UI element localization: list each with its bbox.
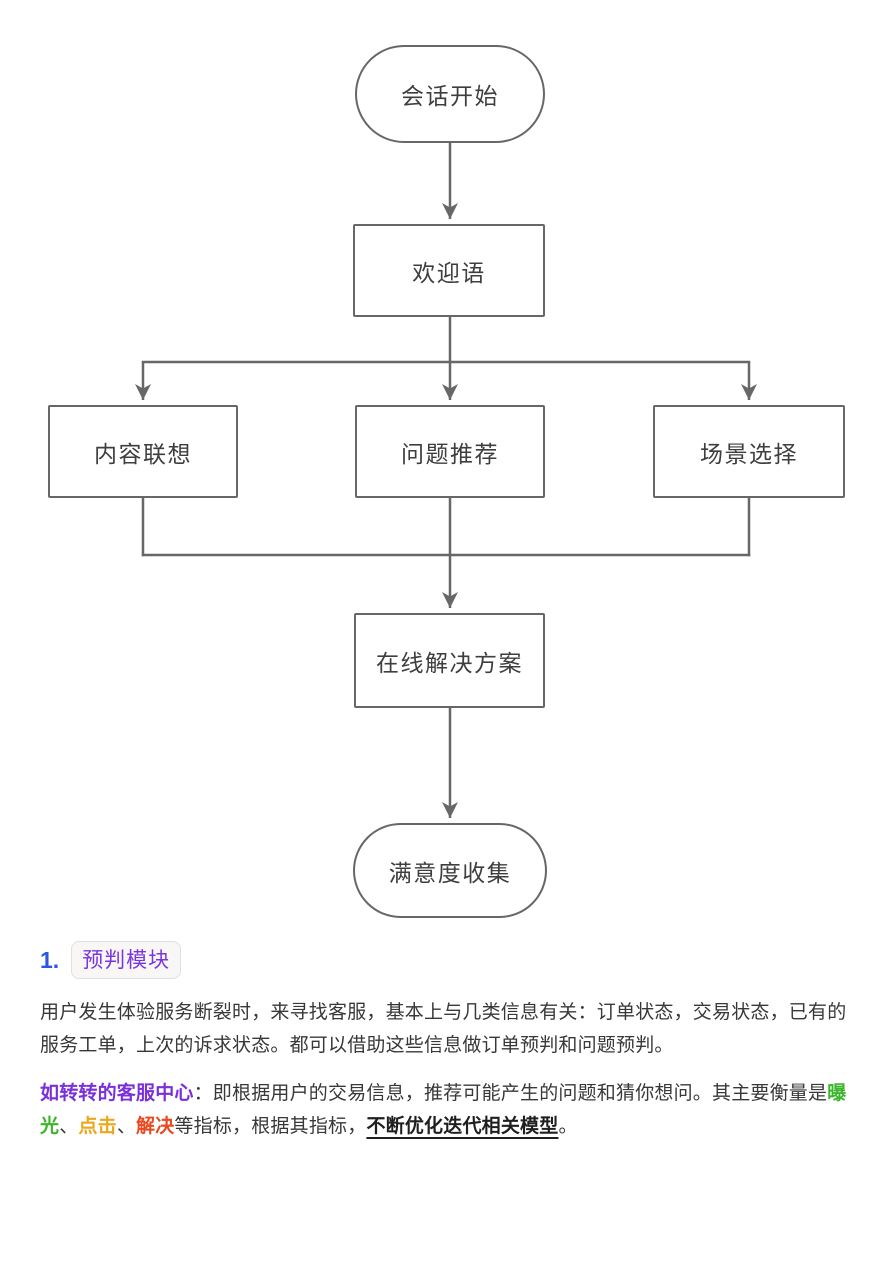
flow-node-label: 满意度收集 (388, 859, 512, 886)
flow-node-scene-selection: 场景选择 (653, 405, 845, 498)
section-number: 1. (40, 946, 60, 973)
paragraph-1: 用户发生体验服务断裂时，来寻找客服，基本上与几类信息有关：订单状态，交易状态，已… (40, 1002, 847, 1056)
highlight-zhuanzhuan-service-center: 如转转的客服中心 (40, 1083, 194, 1104)
flow-node-label: 会话开始 (401, 83, 499, 109)
flow-node-label: 场景选择 (700, 440, 798, 467)
flowchart-connectors (135, 143, 757, 818)
flow-node-label: 问题推荐 (401, 440, 499, 467)
flow-node-label: 在线解决方案 (376, 649, 523, 676)
flow-node-label: 欢迎语 (412, 259, 486, 286)
flow-node-welcome-message: 欢迎语 (353, 224, 545, 317)
section-prediction-module: 1. 预判模块 用户发生体验服务断裂时，来寻找客服，基本上与几类信息有关：订单状… (40, 941, 862, 1143)
paragraph-2-text: 等指标，根据其指标， (174, 1116, 367, 1137)
flow-node-content-association: 内容联想 (48, 405, 238, 498)
paragraph-2-text: 、 (59, 1116, 79, 1137)
flow-node-satisfaction-collection: 满意度收集 (353, 823, 547, 918)
highlight-click-metric: 点击 (78, 1116, 117, 1137)
paragraph-2-text: 、 (116, 1116, 137, 1137)
paragraph-2-text: ：即根据用户的交易信息，推荐可能产生的问题和猜你想问。其主要衡量是 (193, 1083, 828, 1104)
flow-node-online-solution: 在线解决方案 (354, 613, 545, 708)
flow-node-question-recommendation: 问题推荐 (355, 405, 545, 498)
paragraph-2-text: 。 (558, 1116, 578, 1137)
flow-node-label: 内容联想 (94, 440, 192, 467)
flowchart-canvas: 会话开始 欢迎语 内容联想 问题推荐 场景选择 在线解决方案 满意度收集 (48, 45, 845, 918)
section-title-chip: 预判模块 (71, 941, 182, 979)
highlight-resolve-metric: 解决 (136, 1116, 175, 1137)
section-heading: 1. 预判模块 (40, 941, 862, 979)
flow-node-session-start: 会话开始 (355, 45, 545, 143)
highlight-exposure-metric: 曝光 (40, 1083, 847, 1137)
highlight-model-iteration: 不断优化迭代相关模型 (366, 1116, 559, 1137)
paragraph-2: 如转转的客服中心：即根据用户的交易信息，推荐可能产生的问题和猜你想问。其主要衡量… (40, 1077, 862, 1143)
